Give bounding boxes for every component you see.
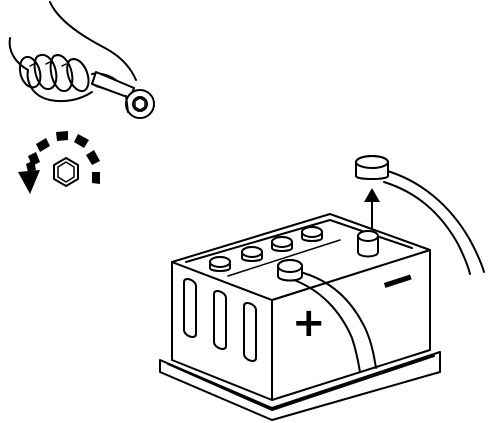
positive-terminal-clamp <box>277 259 377 373</box>
lift-arrow-icon <box>364 188 380 231</box>
negative-terminal-clamp-icon <box>355 155 485 275</box>
hand-wrench-icon <box>8 1 155 119</box>
positive-symbol: + <box>292 300 326 346</box>
cell-caps <box>209 226 323 272</box>
loosen-nut-icon <box>18 131 100 194</box>
cell-windows <box>183 278 257 362</box>
negative-terminal-post <box>357 230 379 258</box>
battery-icon <box>159 213 441 421</box>
